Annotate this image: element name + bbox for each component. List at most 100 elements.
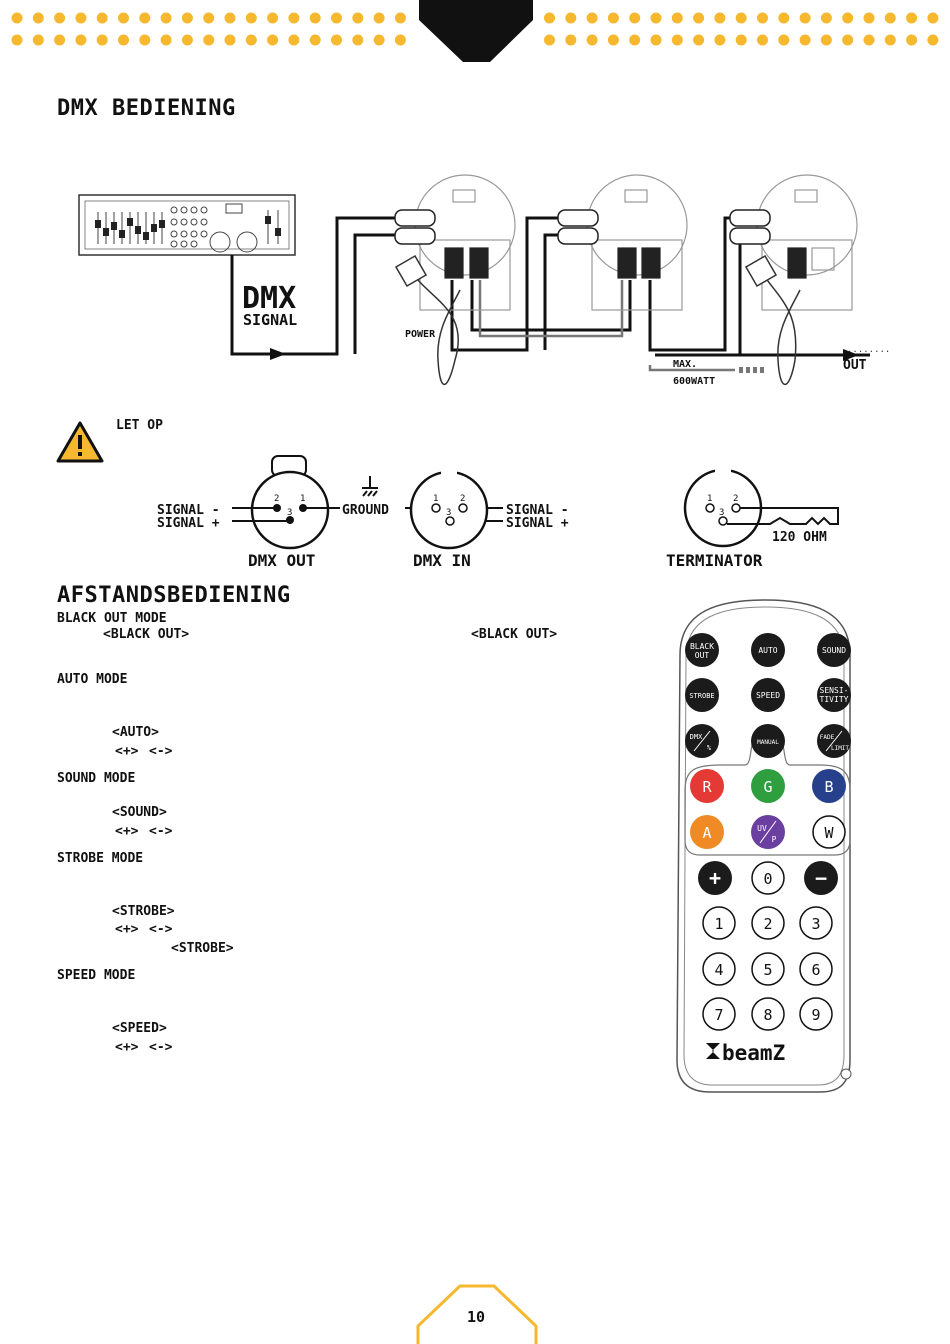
header-dot xyxy=(309,12,321,24)
number-1-button[interactable] xyxy=(702,906,736,940)
header-dot xyxy=(267,12,279,24)
header-dot xyxy=(906,12,918,24)
header-notch xyxy=(419,0,533,62)
strobe-mode-title: STROBE MODE xyxy=(57,851,144,866)
amber-button[interactable] xyxy=(690,815,724,849)
speed-minus-ref: <-> xyxy=(149,1040,173,1055)
header-dot xyxy=(799,12,811,24)
red-button[interactable] xyxy=(690,769,724,803)
svg-text:UV: UV xyxy=(757,824,767,833)
section-title-dmx: DMX BEDIENING xyxy=(57,96,236,121)
auto-mode-title: AUTO MODE xyxy=(57,672,128,687)
svg-text:3: 3 xyxy=(446,508,451,518)
svg-text:TIVITY: TIVITY xyxy=(820,695,849,704)
power-cords xyxy=(394,254,801,386)
header-dot xyxy=(224,34,236,46)
strobe-button[interactable] xyxy=(685,678,719,712)
blackout-button-ref-2: <BLACK OUT> xyxy=(471,627,558,642)
number-7-button[interactable] xyxy=(702,997,736,1031)
svg-text:STROBE: STROBE xyxy=(689,692,714,700)
header-dot xyxy=(32,34,44,46)
svg-text:B: B xyxy=(824,778,833,796)
sound-button-ref: <SOUND> xyxy=(112,805,167,820)
black-out-button[interactable] xyxy=(685,633,719,667)
header-dot xyxy=(607,12,619,24)
white-button[interactable] xyxy=(812,815,846,849)
number-3-button[interactable] xyxy=(799,906,833,940)
header-dot xyxy=(181,12,193,24)
connector-diagrams: 2 1 3 SIGNAL - SIGNAL + GROUND 1 2 3 SIG… xyxy=(157,455,839,570)
svg-text:2: 2 xyxy=(460,494,465,504)
power-label: POWER xyxy=(405,329,436,340)
header-dot xyxy=(544,12,555,24)
blackout-mode-title: BLACK OUT MODE xyxy=(57,611,167,626)
strobe-button-ref: <STROBE> xyxy=(112,904,175,919)
header-dot xyxy=(96,12,108,24)
green-button[interactable] xyxy=(751,769,785,803)
dmx-wiring-diagram: ........ DMX SIGNAL POWER MAX. 600WATT xyxy=(78,174,890,387)
svg-text:SOUND: SOUND xyxy=(822,646,846,655)
svg-text:0: 0 xyxy=(763,870,772,888)
auto-button-ref: <AUTO> xyxy=(112,725,159,740)
header-dot xyxy=(565,34,577,46)
plus-button[interactable] xyxy=(698,861,732,895)
manual-button[interactable] xyxy=(751,724,785,758)
svg-text:1: 1 xyxy=(300,494,305,504)
header-dot xyxy=(11,34,23,46)
svg-text:3: 3 xyxy=(719,508,724,518)
zero-button[interactable] xyxy=(751,861,785,895)
number-8-button[interactable] xyxy=(751,997,785,1031)
header-dot xyxy=(820,12,832,24)
svg-text:1: 1 xyxy=(714,915,723,933)
header-dot xyxy=(586,12,598,24)
ground-label: GROUND xyxy=(342,503,389,518)
minus-button[interactable] xyxy=(804,861,838,895)
header-dot xyxy=(799,34,811,46)
speed-button[interactable] xyxy=(751,678,785,712)
svg-text:P: P xyxy=(772,835,777,844)
header-dot xyxy=(118,34,129,46)
svg-text:A: A xyxy=(702,824,711,842)
header-dot xyxy=(32,12,44,24)
header-dot xyxy=(757,12,768,24)
warning-icon xyxy=(56,421,104,463)
number-6-button[interactable] xyxy=(799,952,833,986)
auto-plus-ref: <+> xyxy=(115,744,139,759)
number-5-button[interactable] xyxy=(751,952,785,986)
header-dot xyxy=(352,34,364,46)
dmx-out-connector: 2 1 3 xyxy=(250,455,330,550)
blue-button[interactable] xyxy=(812,769,846,803)
auto-button[interactable] xyxy=(751,633,785,667)
header-dot xyxy=(778,12,790,24)
svg-text:SPEED: SPEED xyxy=(756,691,780,700)
header-dot xyxy=(245,12,257,24)
header-dots xyxy=(11,12,939,46)
header-dot xyxy=(267,34,279,46)
speed-mode-title: SPEED MODE xyxy=(57,968,136,983)
svg-text:−: − xyxy=(815,866,827,890)
sensitivity-button[interactable] xyxy=(817,678,851,712)
svg-text:LIMIT: LIMIT xyxy=(831,745,849,752)
svg-text:6: 6 xyxy=(811,961,820,979)
svg-text:1: 1 xyxy=(433,494,438,504)
svg-text:OUT: OUT xyxy=(695,651,710,660)
header-dot xyxy=(11,12,23,24)
number-9-button[interactable] xyxy=(799,997,833,1031)
number-4-button[interactable] xyxy=(702,952,736,986)
remote-control: BLACK OUT AUTO SOUND STROBE SPEED SENSI-… xyxy=(676,599,852,1093)
warning-label: LET OP xyxy=(116,418,163,433)
svg-text:+: + xyxy=(709,866,721,890)
svg-text:2: 2 xyxy=(733,494,738,504)
header-dot xyxy=(714,12,726,24)
header-decoration xyxy=(11,0,939,62)
header-dot xyxy=(629,34,641,46)
header-dot xyxy=(693,12,705,24)
svg-text:5: 5 xyxy=(763,961,772,979)
svg-text:G: G xyxy=(763,778,772,796)
header-dot xyxy=(203,12,215,24)
number-2-button[interactable] xyxy=(751,906,785,940)
signal-minus-right: SIGNAL - xyxy=(506,503,569,518)
header-dot xyxy=(671,12,683,24)
sound-button[interactable] xyxy=(817,633,851,667)
header-dot xyxy=(75,12,87,24)
